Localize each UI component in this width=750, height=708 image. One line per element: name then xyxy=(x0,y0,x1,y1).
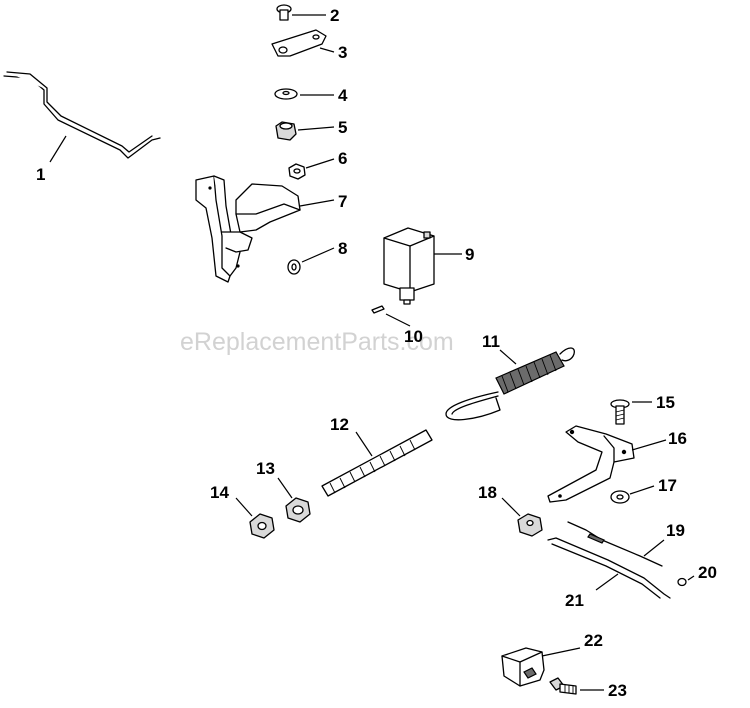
part-21-rod xyxy=(547,537,671,599)
leader-18 xyxy=(501,497,521,517)
callout-16: 16 xyxy=(668,429,687,448)
leader-12 xyxy=(355,431,373,457)
part-3-bracket xyxy=(271,29,327,57)
leader-11 xyxy=(499,349,517,365)
callout-19: 19 xyxy=(666,521,685,540)
part-1-rod xyxy=(3,71,161,159)
part-14-nut xyxy=(249,513,275,539)
part-9-solenoid xyxy=(383,227,435,305)
callout-11: 11 xyxy=(482,332,500,351)
part-18-clip xyxy=(517,513,543,537)
part-8-ring xyxy=(287,259,301,275)
callout-2: 2 xyxy=(330,6,339,25)
leader-22 xyxy=(541,647,581,657)
part-12-threaded-rod xyxy=(321,429,433,497)
callout-3: 3 xyxy=(338,43,347,62)
part-19-wire xyxy=(567,521,663,567)
leader-13 xyxy=(277,477,293,499)
part-22-clamp xyxy=(501,647,545,687)
callout-8: 8 xyxy=(338,239,347,258)
part-10-pin xyxy=(371,305,385,314)
part-20-fitting xyxy=(677,577,687,587)
callout-17: 17 xyxy=(658,476,677,495)
callout-14: 14 xyxy=(210,483,229,502)
part-7-mount xyxy=(195,175,301,283)
leader-8 xyxy=(301,247,335,263)
leader-3 xyxy=(319,47,335,53)
leader-5 xyxy=(297,126,335,131)
part-16-lever xyxy=(547,425,635,503)
leader-1 xyxy=(49,135,67,163)
leader-10 xyxy=(385,313,411,327)
leader-19 xyxy=(643,539,665,557)
leader-20 xyxy=(687,575,695,581)
callout-6: 6 xyxy=(338,149,347,168)
leader-6 xyxy=(305,158,335,169)
part-13-nut xyxy=(285,497,311,523)
part-23-screw xyxy=(549,677,577,695)
callout-12: 12 xyxy=(330,415,349,434)
part-6-nut xyxy=(288,163,306,180)
callout-20: 20 xyxy=(698,563,717,582)
leader-16 xyxy=(631,439,667,451)
watermark: eReplacementParts.com xyxy=(180,328,454,356)
callout-15: 15 xyxy=(656,393,675,412)
callout-23: 23 xyxy=(608,681,627,700)
callout-1: 1 xyxy=(36,165,45,184)
part-15-bolt xyxy=(610,399,630,425)
callout-5: 5 xyxy=(338,118,347,137)
part-5-nut xyxy=(275,121,297,141)
callout-7: 7 xyxy=(338,192,347,211)
part-2-screw xyxy=(276,4,292,21)
leader-14 xyxy=(235,497,253,517)
callout-4: 4 xyxy=(338,86,348,105)
leader-17 xyxy=(629,485,655,495)
callout-13: 13 xyxy=(256,459,275,478)
callout-10: 10 xyxy=(404,327,423,346)
part-4-washer xyxy=(274,88,298,100)
part-11-spring xyxy=(445,347,575,421)
callout-9: 9 xyxy=(465,245,474,264)
callout-22: 22 xyxy=(584,631,603,650)
leader-7 xyxy=(299,199,335,207)
callout-18: 18 xyxy=(478,483,497,502)
part-17-nut xyxy=(610,490,630,504)
callout-21: 21 xyxy=(565,591,584,610)
leader-21 xyxy=(595,573,619,591)
